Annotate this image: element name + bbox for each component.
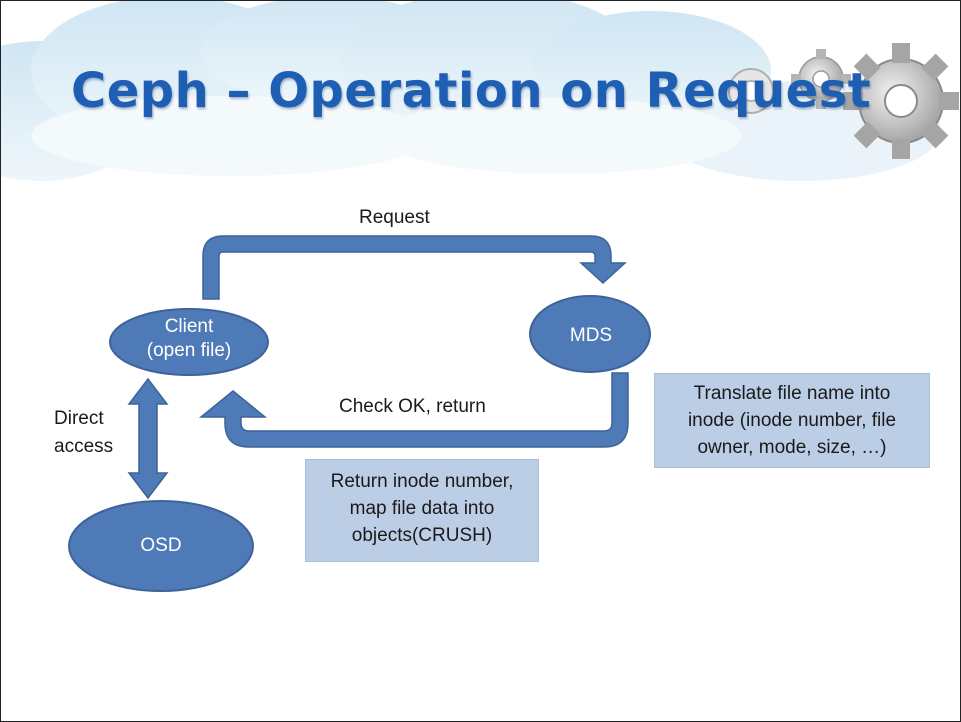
gear-icon: [728, 43, 959, 159]
translate-note-line2: inode (inode number, file: [687, 410, 897, 431]
request-arrow: [202, 235, 627, 300]
mds-node: [529, 295, 651, 373]
translate-note-line1: Translate file name into: [693, 383, 891, 404]
return-arrow: [198, 372, 629, 448]
return-inode-note: Return inode number, map file data into …: [305, 459, 539, 562]
return-note-line2: map file data into: [349, 498, 495, 519]
check-ok-label: Check OK, return: [339, 396, 486, 417]
page-title: Ceph – Operation on Request: [71, 63, 872, 119]
client-node: [109, 308, 269, 376]
client-label-line1: Client: [164, 316, 214, 337]
osd-node-label: OSD: [140, 535, 182, 556]
return-note-line1: Return inode number,: [330, 471, 514, 492]
mds-node-label: MDS: [569, 325, 613, 346]
request-label: Request: [359, 207, 430, 228]
osd-node: [68, 500, 254, 592]
direct-access-label: Direct access: [54, 405, 113, 461]
return-note-line3: objects(CRUSH): [351, 525, 493, 546]
client-node-label: Client (open file): [109, 315, 269, 363]
direct-access-line2: access: [54, 436, 114, 457]
direct-access-line1: Direct: [54, 408, 104, 429]
translate-note-line3: owner, mode, size, …): [697, 437, 887, 458]
header-decoration: [1, 1, 959, 181]
cloud-decoration: [1, 1, 941, 181]
client-label-line2: (open file): [146, 340, 232, 361]
direct-access-arrow: [127, 377, 169, 500]
translate-note: Translate file name into inode (inode nu…: [654, 373, 930, 468]
